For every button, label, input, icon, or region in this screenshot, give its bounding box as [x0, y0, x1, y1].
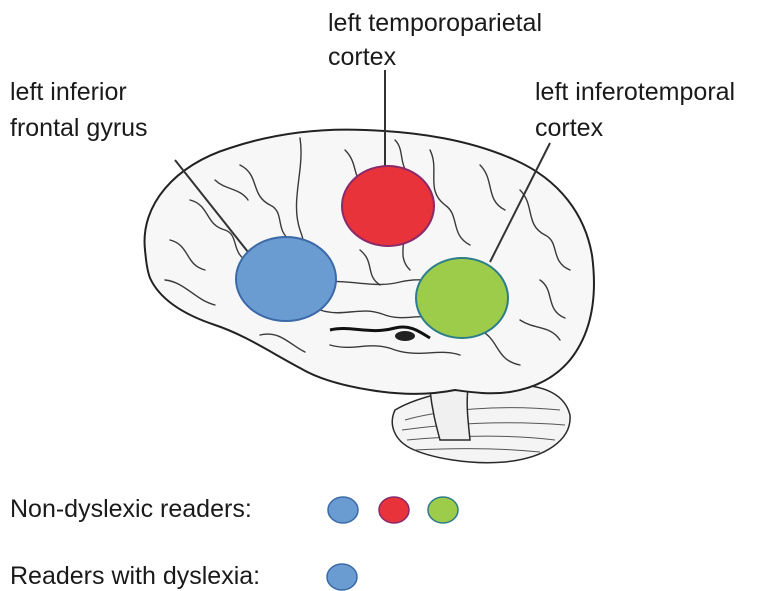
label-tpc-line1: left temporoparietal — [328, 8, 542, 39]
legend-dot-blue — [328, 497, 358, 523]
region-ifg-blob — [236, 237, 336, 321]
legend-dot-green — [428, 497, 458, 523]
label-ifg-line1: left inferior — [10, 77, 127, 108]
label-itc-line1: left inferotemporal — [535, 77, 735, 108]
legend-dyslexic-label: Readers with dyslexia: — [10, 561, 260, 591]
region-itc-blob — [416, 258, 508, 338]
label-tpc-line2: cortex — [328, 42, 396, 73]
region-tpc-blob — [342, 166, 434, 246]
label-ifg-line2: frontal gyrus — [10, 113, 148, 144]
legend-dot-blue — [327, 564, 357, 590]
legend-non-dyslexic-label: Non-dyslexic readers: — [10, 494, 252, 524]
label-itc-line2: cortex — [535, 113, 603, 144]
legend-dot-red — [379, 497, 409, 523]
